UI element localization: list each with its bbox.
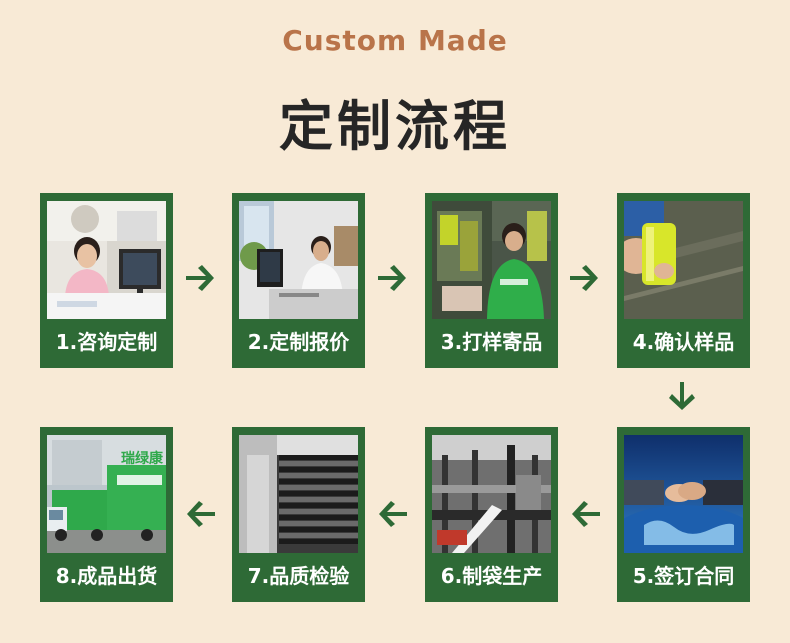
step-card-1: 1.咨询定制: [40, 193, 173, 368]
step-card-6: 6.制袋生产: [425, 427, 558, 602]
step-label: 6.制袋生产: [440, 564, 543, 588]
step-label: 1.咨询定制: [55, 330, 158, 354]
truck-brand-text: 瑞绿康: [121, 450, 164, 467]
step-card-2: 2.定制报价: [232, 193, 365, 368]
page-title: 定制流程: [279, 95, 511, 158]
handshake-contract-photo: [624, 435, 743, 553]
sample-making-photo: [432, 201, 551, 319]
step-label: 8.成品出货: [55, 564, 158, 588]
step-label: 5.签订合同: [632, 564, 735, 588]
sample-confirm-photo: [624, 201, 743, 319]
office-quote-photo: [239, 201, 358, 319]
step-card-4: 4.确认样品: [617, 193, 750, 368]
step-label: 7.品质检验: [247, 564, 350, 588]
customer-service-photo: [47, 201, 166, 319]
step-label: 2.定制报价: [247, 330, 350, 354]
bag-production-photo: [432, 435, 551, 553]
delivery-truck-photo: 瑞绿康: [47, 435, 166, 553]
arrow-right-icon: [186, 265, 214, 291]
arrow-right-icon: [570, 265, 598, 291]
arrow-left-icon: [379, 501, 407, 527]
quality-inspection-photo: [239, 435, 358, 553]
step-label: 3.打样寄品: [440, 330, 543, 354]
step-label: 4.确认样品: [632, 330, 735, 354]
step-card-8: 瑞绿康 8.成品出货: [40, 427, 173, 602]
arrow-down-icon: [669, 382, 695, 410]
arrow-right-icon: [378, 265, 406, 291]
arrow-left-icon: [572, 501, 600, 527]
step-card-3: 3.打样寄品: [425, 193, 558, 368]
subtitle: Custom Made: [282, 24, 508, 57]
arrow-left-icon: [187, 501, 215, 527]
step-card-7: 7.品质检验: [232, 427, 365, 602]
step-card-5: 5.签订合同: [617, 427, 750, 602]
